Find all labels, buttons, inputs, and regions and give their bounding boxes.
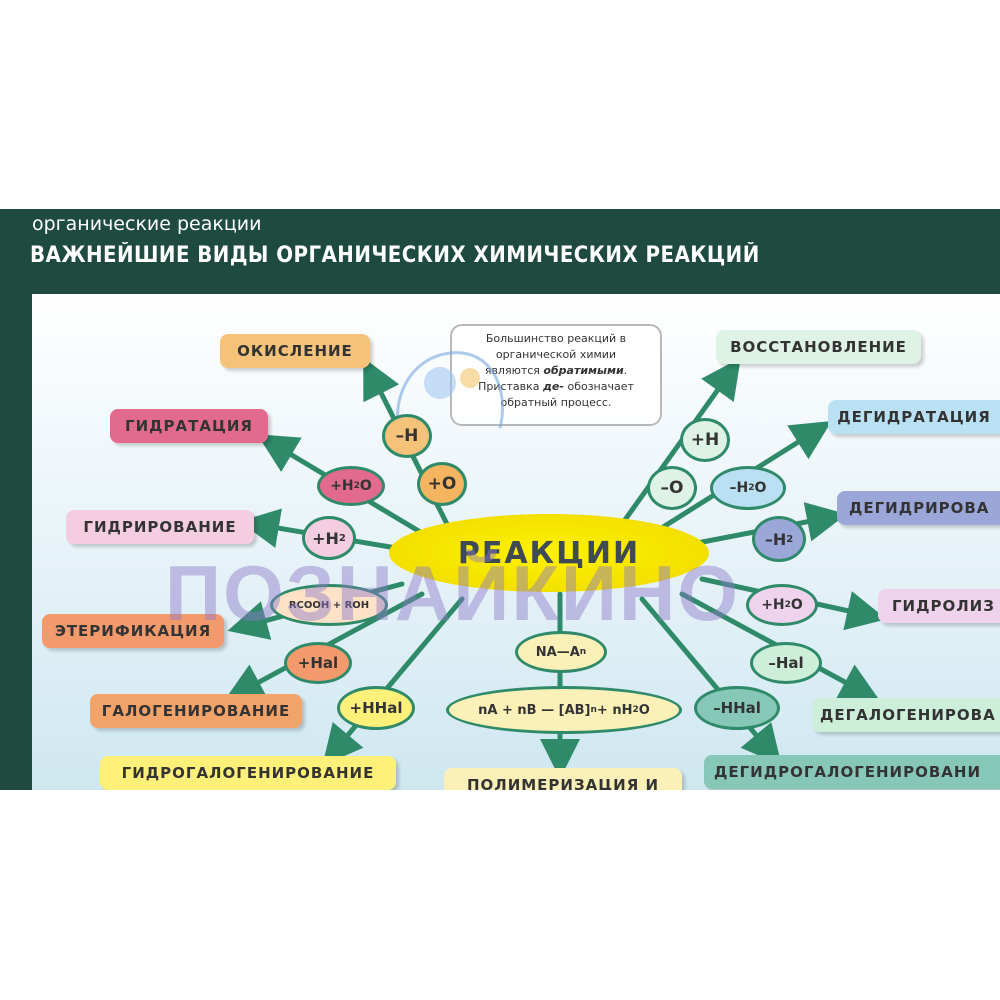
reaction-dehalogenation: ДЕГАЛОГЕНИРОВА <box>812 698 1000 732</box>
reaction-oxidation: ОКИСЛЕНИЕ <box>220 334 370 368</box>
mascot-illustration <box>395 351 505 439</box>
diagram-panel: ОКИСЛЕНИЕ ГИДРАТАЦИЯ ГИДРИРОВАНИЕ ЭТЕРИФ… <box>32 294 1000 790</box>
note-line-4: Приставка де- обозначает <box>478 380 634 393</box>
reaction-esterification: ЭТЕРИФИКАЦИЯ <box>42 614 224 648</box>
reaction-dehydration: ДЕГИДРАТАЦИЯ <box>828 400 1000 434</box>
reaction-reduction: ВОССТАНОВЛЕНИЕ <box>716 330 921 364</box>
agent-rcooh-roh: RCOOH + ROH <box>270 584 388 626</box>
reaction-dehydrogenation: ДЕГИДРИРОВА <box>837 491 1000 525</box>
arrow-hydrohalogenation <box>322 596 465 766</box>
reaction-hydrohalogenation: ГИДРОГАЛОГЕНИРОВАНИЕ <box>100 756 396 790</box>
note-line-5: обратный процесс. <box>500 396 612 409</box>
agent-plus-o: +O <box>417 462 467 506</box>
agent-minus-hal: –Hal <box>750 642 822 684</box>
agent-minus-hhal: –HHal <box>694 686 780 730</box>
agent-plus-h: +H <box>680 418 730 462</box>
poster: органические реакции ВАЖНЕЙШИЕ ВИДЫ ОРГА… <box>0 209 1000 790</box>
agent-minus-h: –H <box>382 414 432 458</box>
agent-plus-hal: +Hal <box>284 642 352 684</box>
note-line-2: органической химии <box>495 348 617 361</box>
reaction-polymerization: ПОЛИМЕРИЗАЦИЯ И <box>444 768 682 790</box>
reaction-hydrogenation: ГИДРИРОВАНИЕ <box>66 510 254 544</box>
watermark-logo: ПОЗНАЙКИНО <box>165 549 740 637</box>
reaction-halogenation: ГАЛОГЕНИРОВАНИЕ <box>90 694 302 728</box>
note-line-1: Большинство реакций в <box>485 332 627 345</box>
arrow-reduction <box>619 357 741 527</box>
poster-title: ВАЖНЕЙШИЕ ВИДЫ ОРГАНИЧЕСКИХ ХИМИЧЕСКИХ Р… <box>30 243 760 268</box>
agent-plus-hhal: +HHal <box>337 686 415 730</box>
poster-subtitle: органические реакции <box>32 213 262 235</box>
note-line-3: являются обратимыми. <box>484 364 628 377</box>
reaction-dehydrohalogenation: ДЕГИДРОГАЛОГЕНИРОВАНИ <box>704 755 1000 789</box>
reaction-hydration: ГИДРАТАЦИЯ <box>110 409 268 443</box>
center-reactions: РЕАКЦИИ <box>389 514 709 592</box>
reaction-hydrolysis: ГИДРОЛИЗ <box>878 589 1000 623</box>
agent-minus-o: –O <box>647 466 697 510</box>
